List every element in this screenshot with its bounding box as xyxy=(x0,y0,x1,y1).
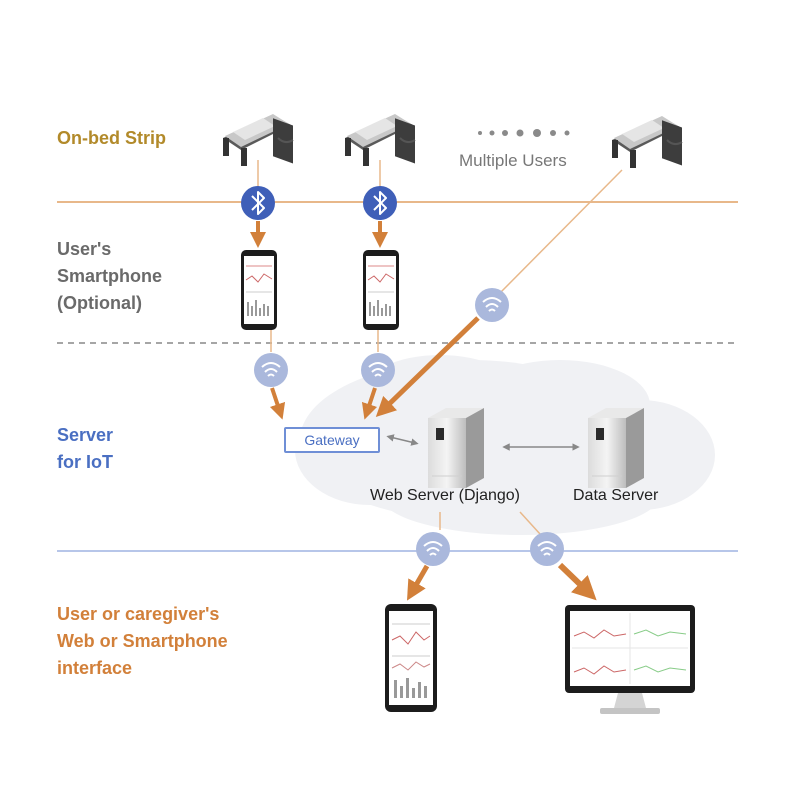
label-line: (Optional) xyxy=(57,293,142,313)
label-line: interface xyxy=(57,658,133,678)
label-users-smartphone: User's Smartphone (Optional) xyxy=(57,236,162,317)
label-interface: User or caregiver's Web or Smartphone in… xyxy=(57,601,228,682)
gateway-link xyxy=(386,434,419,446)
wifi-icon xyxy=(530,532,564,566)
gateway-node: Gateway xyxy=(284,427,380,453)
link-line xyxy=(519,511,541,535)
wifi-icon xyxy=(254,353,288,387)
server-tower-icon xyxy=(588,408,644,488)
smartphone-icon xyxy=(363,250,399,330)
bed-icon xyxy=(345,114,416,166)
arrow xyxy=(557,562,597,601)
monitor-icon xyxy=(565,605,695,714)
label-line: for IoT xyxy=(57,452,113,472)
multiple-users-label: Multiple Users xyxy=(459,151,567,170)
arrow xyxy=(361,387,378,420)
label-line: Web or Smartphone xyxy=(57,631,228,651)
wifi-icon xyxy=(416,532,450,566)
bed-icon xyxy=(612,116,683,168)
ellipsis-dots xyxy=(478,129,570,137)
label-line: User's xyxy=(57,239,112,259)
smartphone-icon xyxy=(385,604,437,712)
label-line: Server xyxy=(57,425,114,445)
label-line: Smartphone xyxy=(57,266,163,286)
server-tower-icon xyxy=(428,408,484,488)
bluetooth-icon xyxy=(241,186,275,220)
label-on-bed-strip: On-bed Strip xyxy=(57,128,166,148)
web-server-label: Web Server (Django) xyxy=(370,487,520,504)
wifi-icon xyxy=(475,288,509,322)
arrow xyxy=(407,564,430,601)
link-line xyxy=(494,169,623,299)
arrow xyxy=(375,316,480,417)
label-line: User or caregiver's xyxy=(57,604,220,624)
wifi-icon xyxy=(361,353,395,387)
bluetooth-icon xyxy=(363,186,397,220)
arrow xyxy=(269,387,286,420)
bed-icon xyxy=(223,114,294,166)
smartphone-icon xyxy=(241,250,277,330)
data-server-label: Data Server xyxy=(573,487,659,504)
label-server-for-iot: Server for IoT xyxy=(57,422,113,476)
